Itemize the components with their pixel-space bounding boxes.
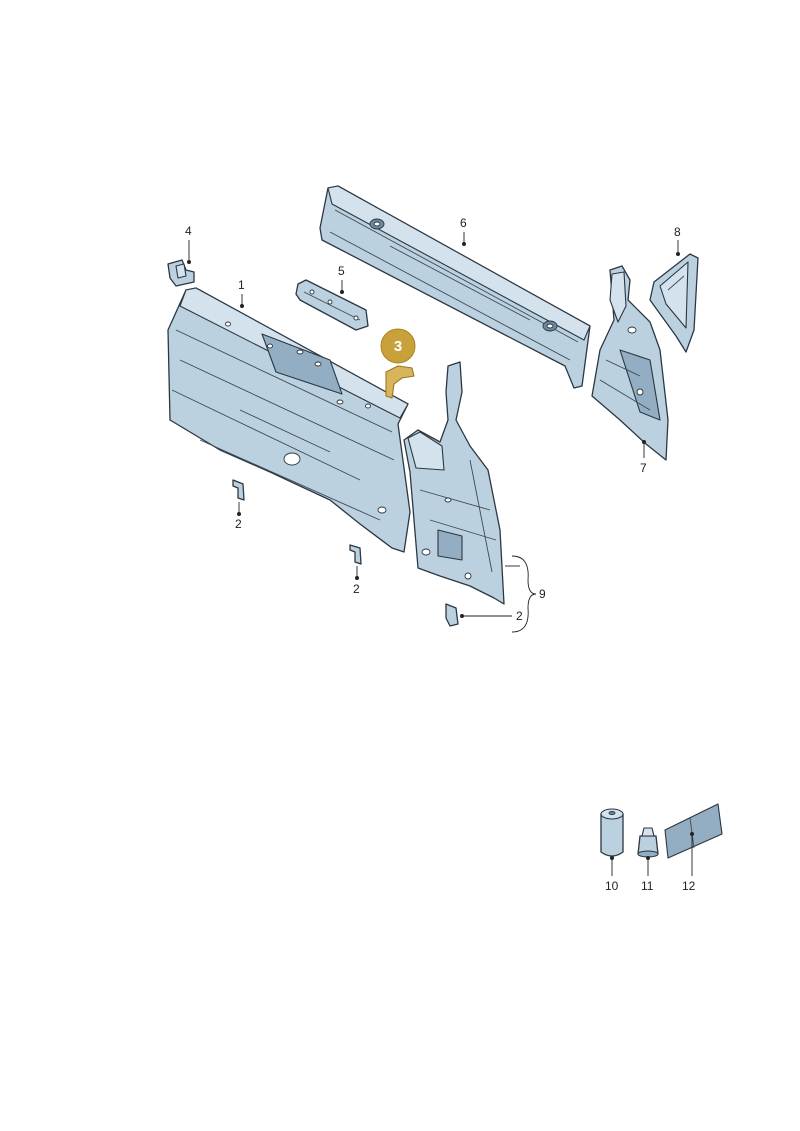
- callout-2-middle: 2: [353, 582, 360, 596]
- part-4-bracket[interactable]: [167, 259, 195, 287]
- part-7-side-panel[interactable]: [591, 265, 669, 461]
- callout-11: 11: [641, 879, 654, 893]
- callout-2-left: 2: [235, 517, 242, 531]
- part-5-reinforcement-plate[interactable]: [295, 279, 369, 331]
- callout-12: 12: [682, 879, 696, 893]
- callout-5: 5: [338, 264, 345, 278]
- part-11-plug[interactable]: [637, 827, 659, 858]
- callout-4: 4: [185, 224, 192, 238]
- callout-2-right: 2: [516, 609, 523, 623]
- callout-6: 6: [460, 216, 467, 230]
- part-2-clip-left[interactable]: [232, 479, 245, 501]
- callout-10: 10: [605, 879, 619, 893]
- callout-8: 8: [674, 225, 681, 239]
- part-12-sealing-strip[interactable]: [664, 803, 723, 859]
- part-1-rear-panel[interactable]: [167, 287, 411, 553]
- part-2-clip-right[interactable]: [445, 603, 459, 627]
- highlight-badge-3[interactable]: 3: [380, 328, 416, 364]
- part-8-corner-panel[interactable]: [649, 253, 699, 353]
- badge-3-label: 3: [394, 338, 402, 355]
- part-2-clip-middle[interactable]: [349, 544, 362, 565]
- part-10-cylinder[interactable]: [600, 808, 624, 857]
- part-9-center-panel[interactable]: [403, 361, 505, 605]
- leader-lines: [187, 232, 694, 876]
- callout-7: 7: [640, 461, 647, 475]
- part-3-bracket-highlighted[interactable]: [385, 365, 415, 399]
- part-6-cross-member[interactable]: [319, 185, 591, 389]
- callout-1: 1: [238, 278, 245, 292]
- callout-9: 9: [539, 587, 546, 601]
